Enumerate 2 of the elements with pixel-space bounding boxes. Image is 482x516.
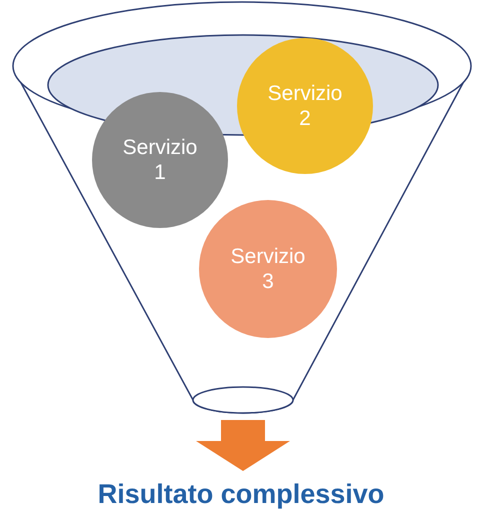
result-label: Risultato complessivo [98,478,384,511]
down-arrow [196,420,290,471]
